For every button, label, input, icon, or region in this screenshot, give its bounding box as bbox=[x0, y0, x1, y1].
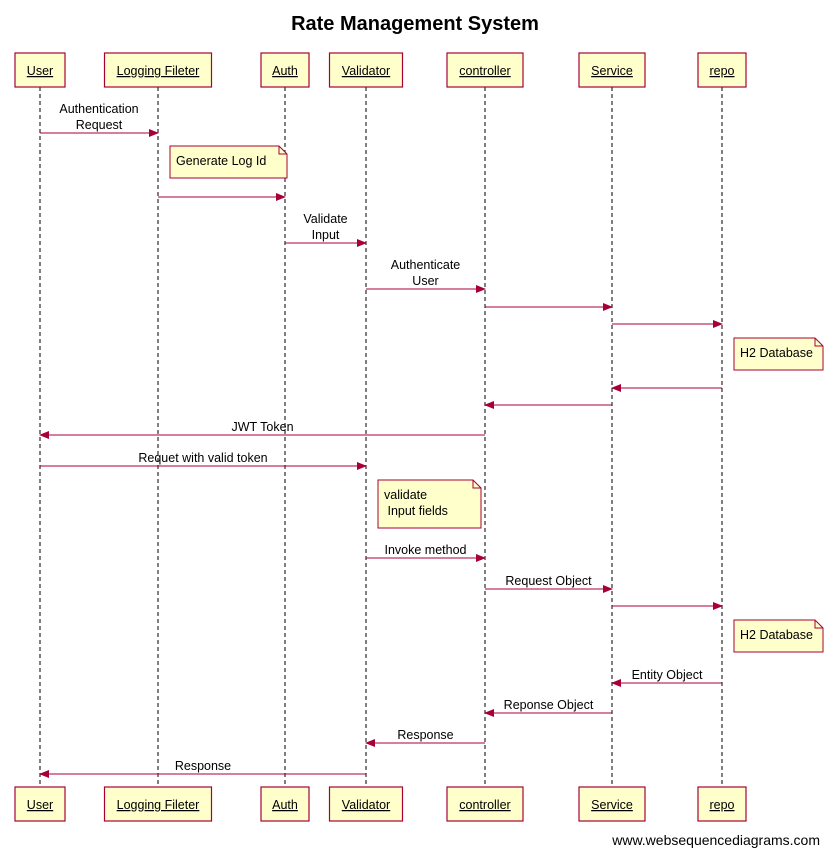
participant-controller-bottom: controller bbox=[446, 786, 524, 822]
message-label: Reponse Object bbox=[504, 698, 594, 712]
note-repo: H2 Database bbox=[733, 337, 824, 371]
participant-label: Logging Fileter bbox=[117, 798, 200, 812]
participant-label: controller bbox=[459, 798, 510, 812]
message-label: Requet with valid token bbox=[138, 451, 267, 465]
participant-logging-bottom: Logging Fileter bbox=[103, 786, 213, 822]
participant-label: Logging Fileter bbox=[117, 64, 200, 78]
note-box bbox=[377, 479, 482, 529]
participant-logging-top: Logging Fileter bbox=[103, 52, 213, 88]
message-controller-to-service: Request Object bbox=[485, 574, 613, 593]
message-controller-to-validator: Response bbox=[365, 728, 485, 747]
message-repo-to-service: Entity Object bbox=[611, 668, 722, 687]
message-label: User bbox=[412, 274, 438, 288]
participant-box bbox=[328, 786, 404, 822]
note-fold bbox=[472, 480, 481, 489]
message-label: Response bbox=[175, 759, 231, 773]
note-box bbox=[733, 337, 824, 371]
participant-box bbox=[697, 786, 747, 822]
participant-label: User bbox=[27, 64, 53, 78]
participant-label: Auth bbox=[272, 64, 298, 78]
participant-validator-top: Validator bbox=[328, 52, 404, 88]
participant-box bbox=[103, 786, 213, 822]
participant-box bbox=[260, 52, 310, 88]
message-label: Request Object bbox=[505, 574, 592, 588]
participant-controller-top: controller bbox=[446, 52, 524, 88]
message-validator-to-controller: Invoke method bbox=[366, 543, 486, 562]
message-controller-to-user: JWT Token bbox=[39, 420, 485, 439]
message-label: Input bbox=[312, 228, 340, 242]
participant-label: repo bbox=[709, 798, 734, 812]
message-label: Invoke method bbox=[385, 543, 467, 557]
note-logging: Generate Log Id bbox=[169, 145, 288, 179]
participant-label: controller bbox=[459, 64, 510, 78]
participant-box bbox=[578, 786, 646, 822]
participant-repo-bottom: repo bbox=[697, 786, 747, 822]
participant-box bbox=[328, 52, 404, 88]
note-fold bbox=[814, 620, 823, 629]
note-box bbox=[169, 145, 288, 179]
note-repo: H2 Database bbox=[733, 619, 824, 653]
message-label: Authentication bbox=[59, 102, 138, 116]
lifelines bbox=[39, 87, 723, 787]
participant-user-bottom: User bbox=[14, 786, 66, 822]
diagram-title: Rate Management System bbox=[291, 13, 539, 35]
note-text: H2 Database bbox=[740, 346, 813, 360]
footer-credit: www.websequencediagrams.com bbox=[611, 832, 820, 848]
participant-auth-top: Auth bbox=[260, 52, 310, 88]
message-label: Entity Object bbox=[632, 668, 703, 682]
message-label: Validate bbox=[303, 212, 347, 226]
message-label: Response bbox=[397, 728, 453, 742]
participant-user-top: User bbox=[14, 52, 66, 88]
note-fold bbox=[814, 338, 823, 347]
message-label: JWT Token bbox=[231, 420, 293, 434]
participant-service-top: Service bbox=[578, 52, 646, 88]
message-label: Request bbox=[76, 118, 123, 132]
participant-repo-top: repo bbox=[697, 52, 747, 88]
note-text: H2 Database bbox=[740, 628, 813, 642]
note-text: Generate Log Id bbox=[176, 154, 266, 168]
participant-box bbox=[697, 52, 747, 88]
message-user-to-validator: Requet with valid token bbox=[40, 451, 367, 470]
participant-label: Validator bbox=[342, 64, 390, 78]
participant-auth-bottom: Auth bbox=[260, 786, 310, 822]
message-label: Authenticate bbox=[391, 258, 461, 272]
participant-box bbox=[446, 52, 524, 88]
participant-box bbox=[446, 786, 524, 822]
participant-box bbox=[14, 786, 66, 822]
participant-label: Service bbox=[591, 64, 633, 78]
participant-validator-bottom: Validator bbox=[328, 786, 404, 822]
participant-box bbox=[260, 786, 310, 822]
participant-box bbox=[578, 52, 646, 88]
participant-label: User bbox=[27, 798, 53, 812]
note-text: validate bbox=[384, 488, 427, 502]
participant-label: Service bbox=[591, 798, 633, 812]
participant-box bbox=[103, 52, 213, 88]
participant-label: Validator bbox=[342, 798, 390, 812]
note-validator: validate Input fields bbox=[377, 479, 482, 529]
message-service-to-controller: Reponse Object bbox=[484, 698, 612, 717]
note-fold bbox=[278, 146, 287, 155]
participant-label: Auth bbox=[272, 798, 298, 812]
message-validator-to-user: Response bbox=[39, 759, 366, 778]
note-box bbox=[733, 619, 824, 653]
note-text: Input fields bbox=[384, 504, 448, 518]
participant-box bbox=[14, 52, 66, 88]
participant-label: repo bbox=[709, 64, 734, 78]
participant-service-bottom: Service bbox=[578, 786, 646, 822]
